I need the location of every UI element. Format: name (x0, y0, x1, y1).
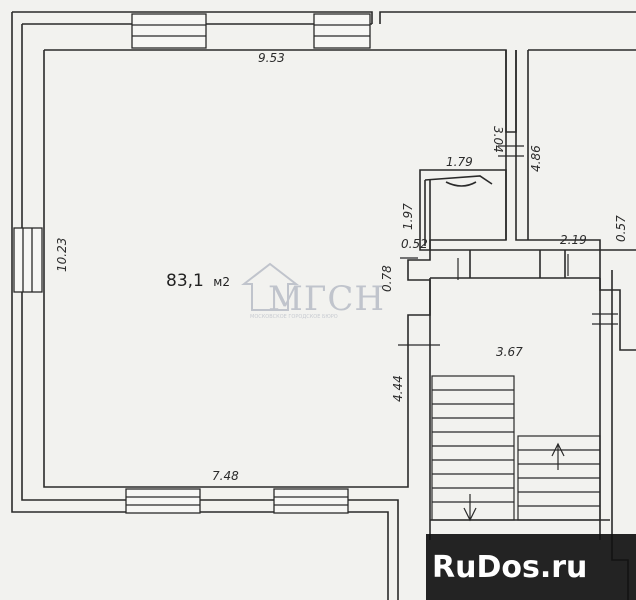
room-area: 83,1 м2 (166, 271, 230, 291)
brand-label: RuDos.ru (432, 550, 587, 585)
window-bottom-right (273, 488, 349, 514)
stair-right (517, 435, 601, 521)
dim-upper-right: 3.04 (491, 126, 505, 153)
dim-corridor: 2.19 (560, 233, 587, 247)
room-area-unit: м2 (213, 275, 230, 289)
dim-stair-hall: 3.67 (496, 345, 523, 359)
stair-hall-outline (429, 278, 610, 521)
brand-badge: RuDos.ru (426, 534, 636, 600)
closet-outline (419, 169, 507, 251)
closet-inner (424, 175, 493, 246)
outer-wall (12, 11, 636, 24)
room-area-value: 83,1 (166, 271, 204, 291)
dim-far-right: 0.57 (614, 215, 628, 242)
window-top-left (131, 13, 207, 49)
window-top-right (313, 13, 371, 49)
dim-right-notch: 0.78 (380, 265, 394, 292)
main-room-outline (43, 49, 517, 488)
dim-top-width: 9.53 (258, 51, 285, 65)
watermark-text: МГСН (268, 279, 385, 319)
closet-arc (445, 181, 477, 187)
dim-right-lower: 4.44 (391, 375, 405, 402)
dim-bottom-width: 7.48 (212, 469, 239, 483)
corridor-band (430, 249, 600, 279)
watermark: МГСН МОСКОВСКОЕ ГОРОДСКОЕ БЮРО (241, 262, 385, 320)
dim-right-room: 4.86 (529, 145, 543, 172)
watermark-logo-icon (241, 262, 299, 311)
dim-closet-height: 1.97 (401, 203, 415, 230)
window-left (13, 227, 43, 293)
dim-notch-small: 0.52 (401, 237, 428, 251)
watermark-subtext: МОСКОВСКОЕ ГОРОДСКОЕ БЮРО (250, 314, 338, 320)
far-right-room (528, 49, 636, 600)
stair-left (431, 375, 515, 522)
dim-left-height: 10.23 (55, 238, 69, 272)
dim-closet-width: 1.79 (446, 155, 473, 169)
upper-right-wall (505, 50, 601, 250)
window-bottom-left (125, 488, 201, 514)
